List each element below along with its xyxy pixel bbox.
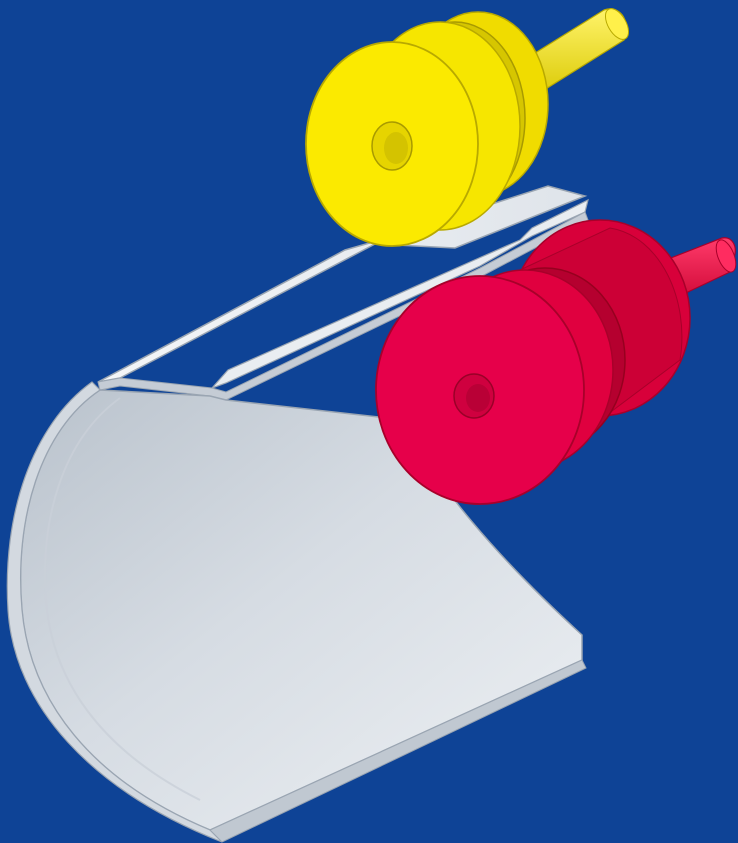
lower-roll-bore-inner	[466, 384, 490, 412]
upper-roll-bore-inner	[384, 132, 408, 164]
lower-roll	[376, 220, 738, 504]
